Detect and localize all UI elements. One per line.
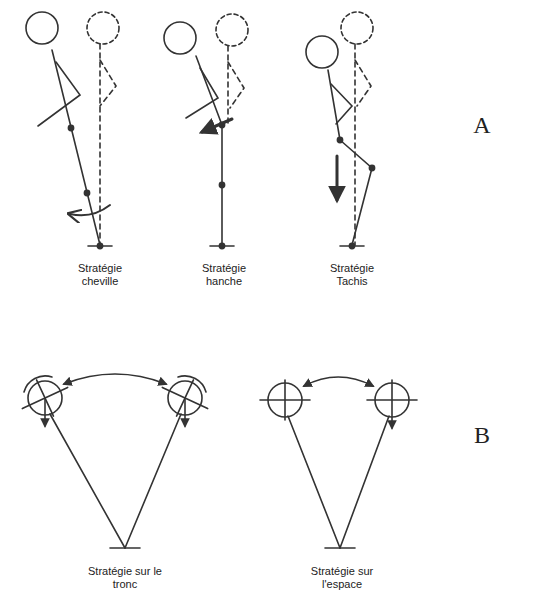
strategy-label: Stratégie cheville [65, 262, 135, 287]
ankle-strategy-figure [26, 12, 119, 249]
panel-letter: A [462, 112, 502, 140]
strategy-label: Stratégie sur l'espace [305, 565, 379, 590]
strategy-label: Stratégie Tachis [317, 262, 387, 287]
crouch-strategy-figure [306, 12, 375, 249]
panel-letter: B [462, 422, 502, 450]
hip-strategy-figure [164, 14, 248, 249]
space-referenced-figure [260, 377, 417, 548]
strategy-label: Stratégie sur le tronc [88, 565, 162, 590]
strategy-label: Stratégie hanche [189, 262, 259, 287]
trunk-referenced-figure [14, 369, 216, 548]
